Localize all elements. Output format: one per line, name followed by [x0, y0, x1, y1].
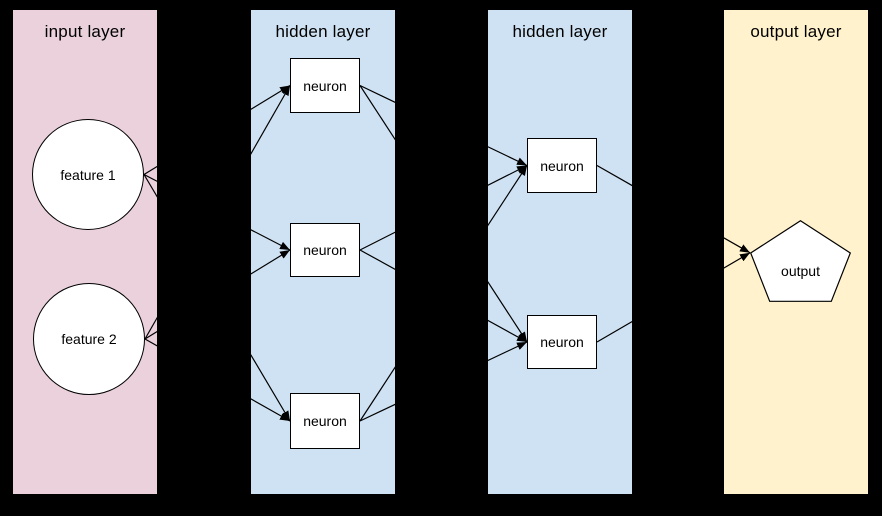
- node-feature-1: feature 1: [32, 119, 144, 230]
- node-feature-2-label: feature 2: [61, 331, 117, 347]
- hidden-layer-1-title: hidden layer: [275, 22, 371, 41]
- node-hidden1-neuron-2-label: neuron: [303, 242, 347, 258]
- hidden-layer-2-panel: hidden layer: [488, 10, 632, 494]
- node-hidden2-neuron-1: neuron: [527, 138, 597, 193]
- node-hidden2-neuron-2-label: neuron: [540, 334, 584, 350]
- node-feature-2: feature 2: [33, 283, 145, 395]
- node-hidden2-neuron-2: neuron: [527, 315, 597, 369]
- node-hidden1-neuron-1: neuron: [290, 58, 360, 113]
- node-hidden1-neuron-1-label: neuron: [303, 77, 347, 94]
- input-layer-title: input layer: [44, 22, 126, 41]
- node-output-label: output: [781, 262, 820, 279]
- input-layer-panel: input layer: [13, 10, 157, 494]
- node-hidden1-neuron-2: neuron: [290, 223, 360, 277]
- node-hidden1-neuron-3: neuron: [290, 393, 360, 449]
- node-feature-1-label: feature 1: [60, 166, 116, 183]
- node-hidden2-neuron-1-label: neuron: [540, 157, 584, 174]
- output-layer-title: output layer: [750, 22, 842, 41]
- pentagon-shape-icon: [749, 219, 852, 302]
- node-hidden1-neuron-3-label: neuron: [303, 413, 347, 429]
- hidden-layer-2-title: hidden layer: [512, 22, 608, 41]
- node-output-pentagon: output: [749, 219, 852, 302]
